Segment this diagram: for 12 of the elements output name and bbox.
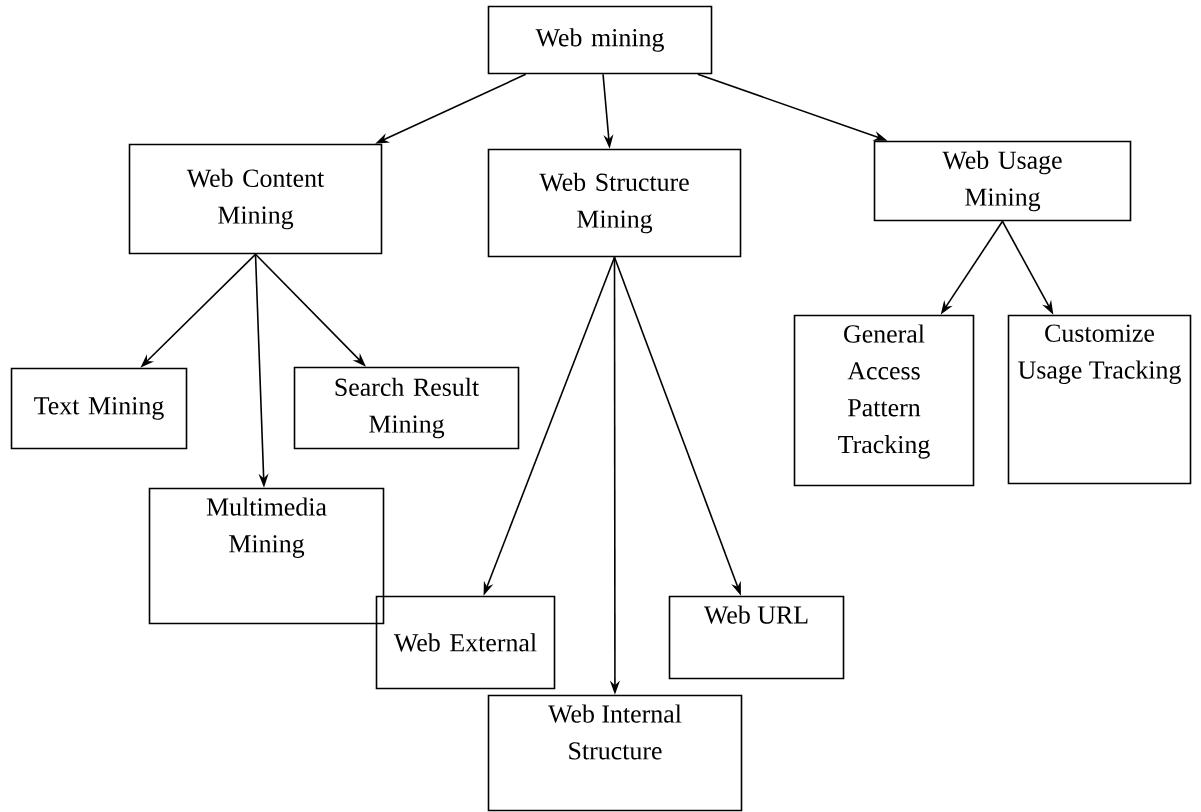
process-box: Web External [375, 595, 556, 690]
process-box: Web Structure Mining [487, 148, 742, 258]
process-box: Customize Usage Tracking [1007, 314, 1192, 485]
process-box: Web Internal Structure [487, 694, 743, 812]
process-box: Web URL [668, 595, 845, 680]
process-box: Web Content Mining [128, 143, 383, 255]
process-box: Search Result Mining [293, 366, 520, 450]
process-box: General Access Pattern Tracking [793, 314, 975, 487]
process-box: Text Mining [10, 367, 188, 450]
process-box: Web mining [487, 5, 713, 75]
process-box: Web Usage Mining [873, 140, 1132, 222]
process-box: Multimedia Mining [148, 487, 385, 625]
